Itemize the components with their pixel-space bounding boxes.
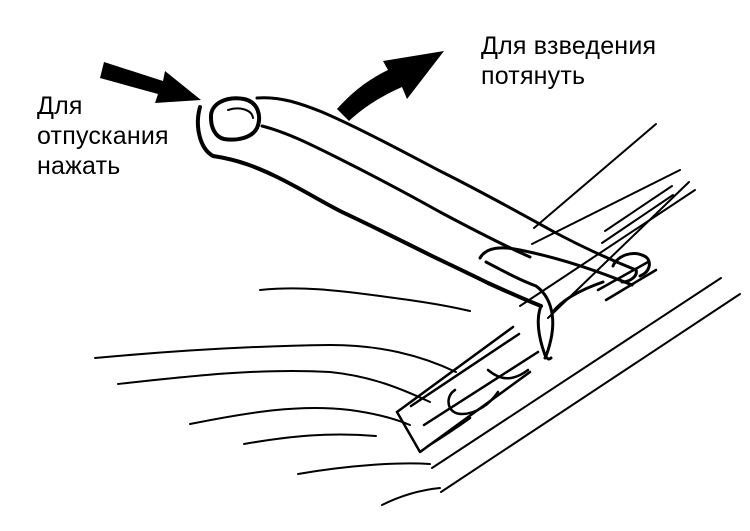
release-label-line-1: Для — [37, 92, 83, 120]
cock-label-line-2: потянуть — [481, 62, 586, 90]
trim-curves — [94, 287, 471, 506]
console-edges — [431, 123, 741, 493]
cock-label-line-1: Для взведения — [481, 32, 657, 60]
push-arrow-icon — [100, 62, 201, 103]
pull-arrow-icon — [337, 51, 444, 121]
cock-instruction-label: Для взведения потянуть — [481, 31, 656, 91]
release-instruction-label: Для отпускания нажать — [37, 91, 169, 181]
lever-base-slot — [395, 260, 658, 454]
release-label-line-2: отпускания — [37, 122, 169, 150]
parking-brake-lever — [195, 96, 651, 361]
release-label-line-3: нажать — [37, 152, 121, 180]
